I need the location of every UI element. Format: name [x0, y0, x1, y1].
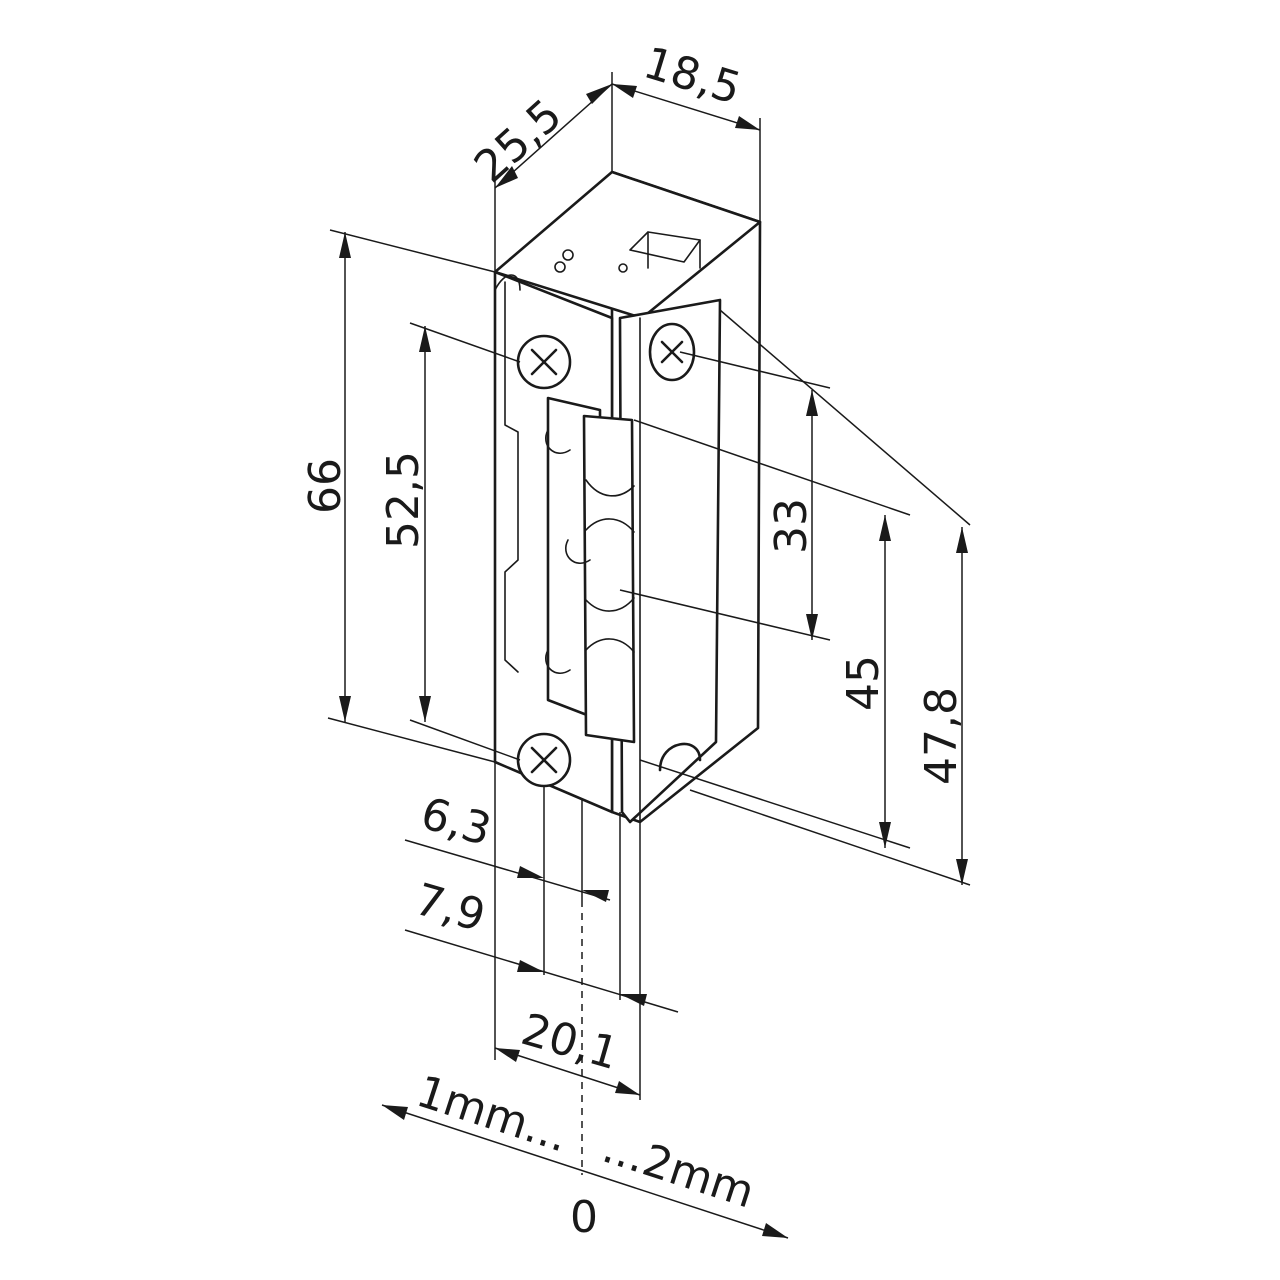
- latch-segment-4: [585, 638, 635, 653]
- label-latch-opening: 33: [766, 498, 817, 554]
- label-adjust-left: 1mm...: [411, 1066, 575, 1163]
- screw-side-top: [648, 322, 696, 382]
- dimension-lines: [339, 83, 968, 1239]
- label-latch-height: 45: [838, 655, 889, 711]
- strike-body: [493, 170, 762, 824]
- latch-plate: [582, 414, 636, 744]
- top-hole-1: [562, 249, 574, 261]
- side-notch-bottom: [658, 742, 702, 772]
- screw-top: [516, 334, 572, 390]
- latch-segment-1: [585, 479, 635, 497]
- label-adjust-right: ...2mm: [597, 1122, 761, 1219]
- label-height-overall: 66: [300, 458, 351, 514]
- latch-bump-1: [545, 429, 571, 454]
- faceplate-rib-2: [494, 274, 521, 291]
- latch-segment-2: [585, 518, 635, 533]
- latch-segment-3: [585, 597, 635, 612]
- label-faceplate-height: 47,8: [916, 687, 967, 785]
- screw-bottom: [516, 732, 572, 788]
- label-depth-top: 25,5: [465, 89, 572, 192]
- label-zero: 0: [570, 1192, 598, 1243]
- top-hole-3: [618, 263, 628, 273]
- label-offset-medium: 7,9: [409, 874, 490, 942]
- latch-bump-3: [545, 649, 571, 674]
- label-width-top: 18,5: [638, 37, 747, 114]
- label-faceplate-width: 20,1: [516, 1004, 624, 1080]
- label-screw-spacing: 52,5: [378, 451, 429, 549]
- faceplate-rib: [504, 281, 519, 673]
- latch-bump-2: [565, 539, 591, 564]
- top-hole-2: [554, 261, 566, 273]
